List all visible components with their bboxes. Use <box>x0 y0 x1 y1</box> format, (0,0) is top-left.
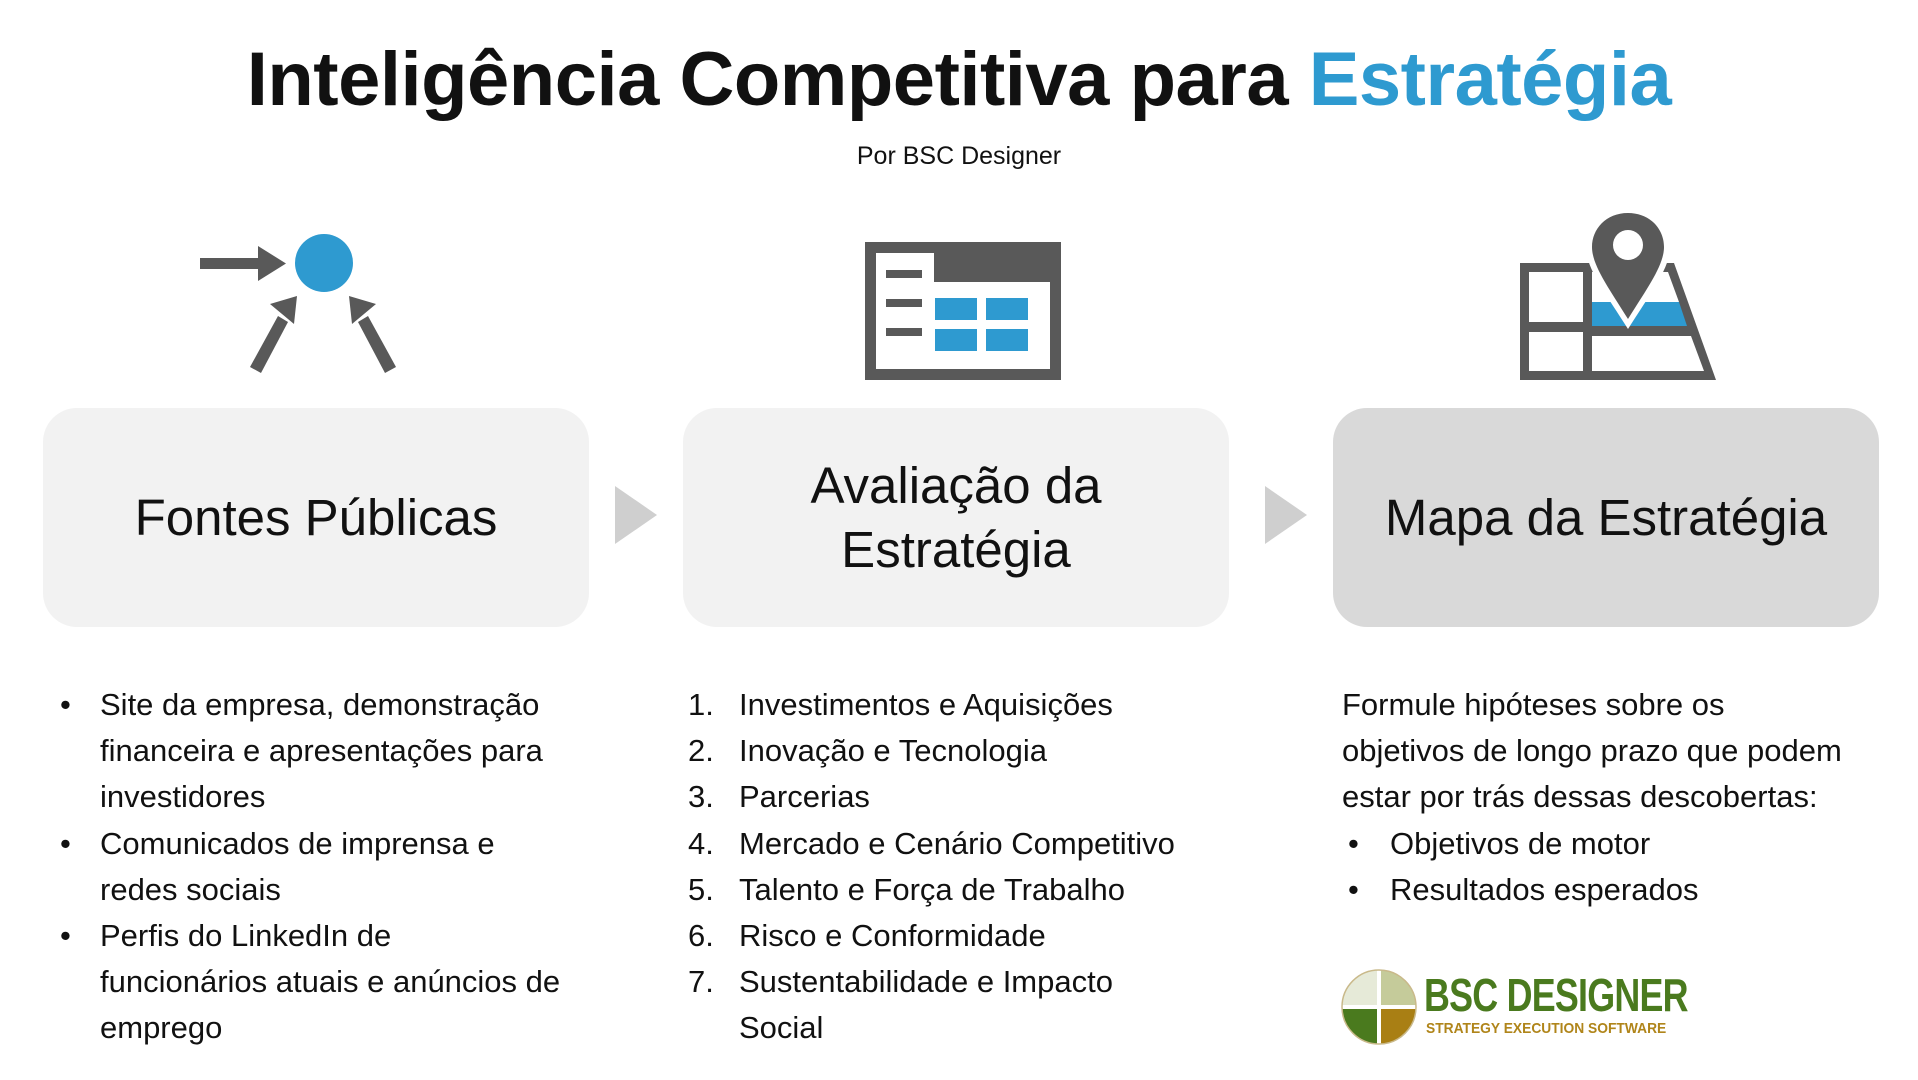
chevron-right-icon <box>615 486 657 544</box>
bullet-icon: • <box>60 687 71 722</box>
public-sources-list: • Site da empresa, demonstração financei… <box>44 682 604 1052</box>
step-label-strategy-assessment-line1: Avaliação da <box>810 456 1102 514</box>
dashboard-table-icon <box>865 242 1061 380</box>
assessment-areas-list: 1.Investimentos e Aquisições 2.Inovação … <box>688 682 1248 1052</box>
list-item: 5.Talento e Força de Trabalho <box>688 871 1126 907</box>
bullet-icon: • <box>1348 871 1359 907</box>
logo-quadrant-circle-icon <box>1341 969 1417 1045</box>
bullet-icon: • <box>1348 825 1359 861</box>
list-item: 3.Parcerias <box>688 779 870 815</box>
list-item: •Resultados esperados <box>1342 867 1902 913</box>
logo-name: BSC DESIGNER <box>1424 969 1689 1021</box>
list-item: 4.Mercado e Cenário Competitivo <box>688 825 1175 861</box>
bsc-designer-logo: BSC DESIGNER STRATEGY EXECUTION SOFTWARE <box>1340 968 1689 1048</box>
strategy-map-description: Formule hipóteses sobre os objetivos de … <box>1342 682 1902 913</box>
logo-tagline: STRATEGY EXECUTION SOFTWARE <box>1426 1020 1667 1037</box>
step-card-public-sources: Fontes Públicas <box>43 408 589 627</box>
title-main: Inteligência Competitiva para <box>246 37 1309 122</box>
step-label-public-sources: Fontes Públicas <box>134 488 498 546</box>
bullet-icon: • <box>60 825 71 861</box>
strategy-map-bullets: •Objetivos de motor •Resultados esperado… <box>1342 821 1902 913</box>
step-label-strategy-map: Mapa da Estratégia <box>1384 488 1828 546</box>
list-item: • Site da empresa, demonstração financei… <box>44 682 604 821</box>
step-label-strategy-assessment-line2: Estratégia <box>841 520 1071 578</box>
list-item: 2.Inovação e Tecnologia <box>688 733 1047 769</box>
page-title: Inteligência Competitiva para Estratégia <box>0 34 1918 126</box>
subtitle: Por BSC Designer <box>856 142 1062 170</box>
bullet-icon: • <box>60 918 71 954</box>
list-item: •Objetivos de motor <box>1342 821 1902 867</box>
step-card-strategy-map: Mapa da Estratégia <box>1333 408 1879 627</box>
step-card-strategy-assessment: Avaliação da Estratégia <box>683 408 1229 627</box>
list-item: • Comunicados de imprensa e redes sociai… <box>44 821 604 913</box>
title-accent: Estratégia <box>1308 37 1672 122</box>
list-item: 1.Investimentos e Aquisições <box>688 687 1113 722</box>
map-pin-icon <box>1520 207 1716 380</box>
converging-arrows-icon <box>200 234 396 373</box>
list-item: 6.Risco e Conformidade <box>688 918 1046 954</box>
chevron-right-icon <box>1265 486 1307 544</box>
list-item: • Perfis do LinkedIn de funcionários atu… <box>44 913 604 1052</box>
